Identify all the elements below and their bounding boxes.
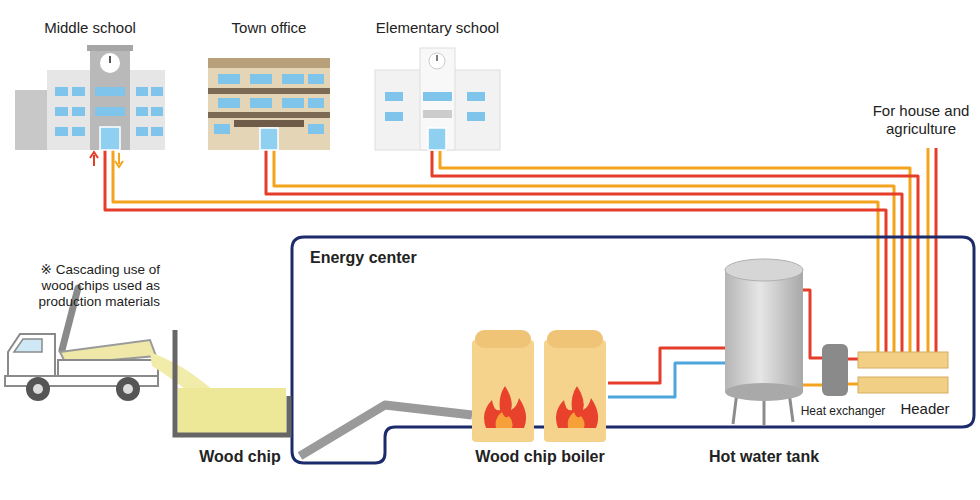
node-label: Elementary school [376, 19, 499, 36]
pipe-line [848, 383, 858, 386]
pipe-line [608, 363, 725, 397]
pipe-pair [848, 359, 858, 384]
boiler: Wood chip boiler [472, 330, 608, 442]
pipe-pair [608, 348, 725, 397]
node-label: Middle school [44, 19, 136, 36]
node-label: Wood chip boiler [475, 448, 604, 466]
node-label: Heat exchanger [801, 405, 886, 419]
pipe-line [848, 358, 858, 361]
building-shape [208, 58, 330, 150]
hot-water-tank-shape [723, 258, 805, 426]
pipe-pair [266, 150, 902, 353]
pipe-line [803, 384, 822, 387]
building: Elementary school [375, 48, 500, 150]
boiler-shape [472, 330, 608, 442]
node-label: Hot water tank [709, 448, 819, 466]
node-label: Energy center [310, 249, 417, 267]
chip-hopper: Wood chip [172, 330, 292, 438]
chip-hopper-shape [172, 330, 292, 438]
note-text: ※ Cascading use of wood chips used as pr… [6, 262, 160, 311]
pipe-line [266, 150, 902, 353]
energy-center-region: Energy centerWood chip boilerHot water t… [290, 235, 978, 467]
building: Middle school [15, 45, 165, 150]
heat-exchanger-shape [822, 344, 848, 396]
building-shape [375, 48, 500, 150]
pipe-destination-label: For house and agriculture [866, 102, 976, 138]
node-label: Header [900, 400, 949, 417]
heat-exchanger: Heat exchanger [822, 344, 848, 396]
house-agriculture-pipes [928, 148, 936, 353]
pipe-line [608, 348, 725, 383]
energy-center-region-shape [290, 235, 978, 467]
building-shape [15, 45, 165, 150]
node-label: Wood chip [199, 448, 280, 466]
pipe-pair [432, 150, 918, 353]
header-bars: Header [858, 352, 948, 394]
pipe-line [432, 150, 918, 353]
pipe-line [803, 290, 822, 358]
pipe-line [440, 150, 910, 353]
pipe-pair [803, 290, 822, 385]
header-bars-shape [858, 352, 948, 394]
hot-water-tank: Hot water tank [723, 258, 805, 426]
building: Town office [208, 58, 330, 150]
node-label: Town office [232, 19, 307, 36]
